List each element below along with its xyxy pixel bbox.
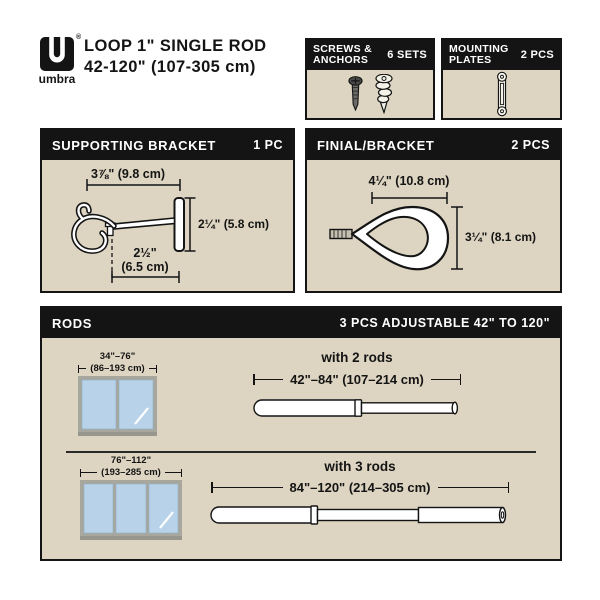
finial-bracket-panel: FINIAL/BRACKET 2 PCS bbox=[305, 128, 562, 293]
rod-range-label: 84"–120" (214–305 cm) bbox=[289, 480, 431, 495]
panel-title: FINIAL/BRACKET bbox=[317, 137, 435, 153]
measure-line bbox=[148, 368, 156, 369]
rod-config-block-1: with 2 rods 42"–84" (107–214 cm) bbox=[207, 350, 507, 422]
quantity-badge: 1 PC bbox=[253, 138, 283, 152]
panel-title-line2: ANCHORS bbox=[313, 54, 369, 66]
measure-cap bbox=[78, 364, 79, 373]
rod-config-label: with 2 rods bbox=[321, 350, 393, 365]
brand-wordmark: umbra bbox=[38, 72, 76, 86]
rod-diagram-3-segment bbox=[210, 505, 507, 525]
bracket-depth-label: 2½" (6.5 cm) bbox=[95, 246, 195, 274]
quantity-badge: 6 SETS bbox=[387, 49, 427, 61]
supporting-bracket-panel: SUPPORTING BRACKET 1 PC bbox=[40, 128, 295, 293]
quantity-badge: 3 PCS ADJUSTABLE 42" TO 120" bbox=[339, 316, 550, 330]
product-title-line2: 42-120" (107-305 cm) bbox=[84, 58, 256, 76]
rod-range-measure: 84"–120" (214–305 cm) bbox=[211, 480, 509, 495]
window-size-block-1: 34"–76" (86–193 cm) bbox=[78, 352, 157, 441]
row-divider bbox=[66, 451, 536, 453]
panel-title-line2: PLATES bbox=[449, 54, 492, 66]
measure-line bbox=[212, 486, 283, 489]
screw-icon bbox=[347, 76, 363, 112]
quantity-badge: 2 PCS bbox=[520, 49, 554, 61]
panel-body: 3⅞" (9.8 cm) 2¼" (5.8 cm) 2½" (6.5 cm) bbox=[42, 160, 293, 291]
quantity-badge: 2 PCS bbox=[511, 138, 550, 152]
screws-anchors-panel: SCREWS & ANCHORS 6 SETS bbox=[305, 38, 435, 120]
measure-cap bbox=[156, 364, 157, 373]
panel-title: RODS bbox=[52, 315, 92, 331]
drywall-anchor-icon bbox=[374, 74, 393, 114]
mounting-plates-panel: MOUNTING PLATES 2 PCS bbox=[441, 38, 562, 120]
panel-title-line1: MOUNTING bbox=[449, 43, 509, 55]
panel-body bbox=[307, 70, 433, 118]
measure-cap bbox=[181, 468, 182, 477]
measure-line bbox=[164, 472, 181, 473]
bracket-diagram bbox=[71, 179, 196, 283]
window-range-measure: (86–193 cm) bbox=[78, 363, 157, 374]
panel-title-line1: SCREWS & bbox=[313, 43, 372, 55]
rod-range-label: 42"–84" (107–214 cm) bbox=[290, 372, 424, 387]
measure-line bbox=[430, 378, 460, 381]
finial-width-label: 4¼" (10.8 cm) bbox=[368, 174, 450, 188]
rod-config-label: with 3 rods bbox=[324, 459, 396, 474]
rods-panel: RODS 3 PCS ADJUSTABLE 42" TO 120" 34"–76… bbox=[40, 306, 562, 561]
finial-diagram bbox=[329, 192, 463, 271]
window-range-label: 34"–76" bbox=[99, 351, 136, 362]
measure-cap bbox=[507, 482, 509, 493]
measure-cap bbox=[253, 374, 255, 385]
panel-header: RODS 3 PCS ADJUSTABLE 42" TO 120" bbox=[42, 308, 560, 338]
panel-body: 34"–76" (86–193 cm) with 2 rods bbox=[42, 338, 560, 559]
panel-title: MOUNTING PLATES bbox=[449, 44, 509, 66]
mounting-plate-icon bbox=[496, 71, 507, 117]
window-icon-3-pane bbox=[80, 480, 182, 540]
window-size-block-2: 76"–112" (193–285 cm) bbox=[80, 456, 182, 545]
bracket-depth-line2: (6.5 cm) bbox=[121, 260, 169, 274]
measure-line bbox=[81, 472, 98, 473]
panel-title: SCREWS & ANCHORS bbox=[313, 44, 372, 66]
rod-diagram-2-segment bbox=[253, 399, 459, 417]
bracket-depth-line1: 2½" bbox=[133, 246, 157, 260]
product-title: LOOP 1" SINGLE ROD 42-120" (107-305 cm) bbox=[84, 36, 267, 78]
window-range-cm-label: (193–285 cm) bbox=[101, 467, 161, 478]
panel-header: SUPPORTING BRACKET 1 PC bbox=[42, 130, 293, 160]
measure-line bbox=[79, 368, 87, 369]
window-range-cm-label: (86–193 cm) bbox=[90, 363, 145, 374]
panel-header: FINIAL/BRACKET 2 PCS bbox=[307, 130, 560, 160]
window-range-measure: (193–285 cm) bbox=[80, 467, 182, 478]
panel-header: MOUNTING PLATES 2 PCS bbox=[443, 40, 560, 70]
panel-body: 4¼" (10.8 cm) 3¼" (8.1 cm) bbox=[307, 160, 560, 291]
measure-cap bbox=[459, 374, 462, 385]
measure-cap bbox=[80, 468, 81, 477]
umbra-u-icon bbox=[40, 37, 74, 71]
rod-range-measure: 42"–84" (107–214 cm) bbox=[253, 372, 462, 387]
panel-body bbox=[443, 70, 560, 118]
window-range-label: 76"–112" bbox=[110, 455, 152, 466]
bracket-width-label: 3⅞" (9.8 cm) bbox=[90, 167, 166, 181]
registered-mark: ® bbox=[76, 34, 82, 41]
measure-cap bbox=[211, 482, 213, 493]
measure-line bbox=[437, 486, 508, 489]
panel-title: SUPPORTING BRACKET bbox=[52, 137, 216, 153]
finial-height-label: 3¼" (8.1 cm) bbox=[465, 230, 537, 244]
measure-line bbox=[254, 378, 284, 381]
rod-config-block-2: with 3 rods 84"–120" (214–305 cm) bbox=[209, 459, 511, 530]
bracket-height-label: 2¼" (5.8 cm) bbox=[198, 217, 270, 231]
umbra-logo: ® umbra bbox=[39, 34, 88, 97]
window-icon-2-pane bbox=[78, 376, 157, 436]
product-title-line1: LOOP 1" SINGLE ROD bbox=[84, 37, 267, 55]
panel-header: SCREWS & ANCHORS 6 SETS bbox=[307, 40, 433, 70]
